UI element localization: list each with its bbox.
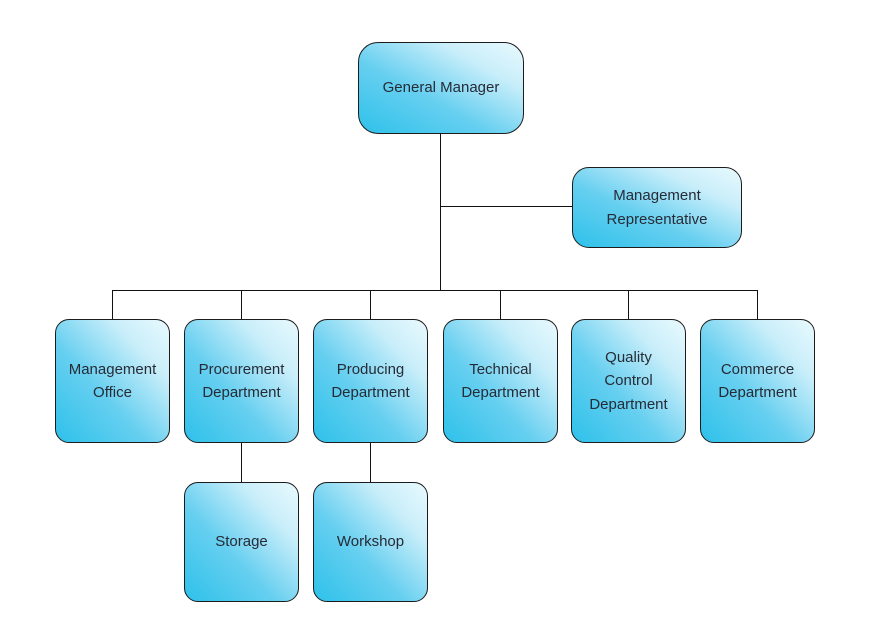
node-label: Quality Control Department — [589, 349, 668, 413]
connector-bus-to-producing-department — [370, 290, 371, 319]
node-management-office: Management Office — [55, 319, 170, 443]
node-procurement-department: Procurement Department — [184, 319, 299, 443]
node-management-representative: Management Representative — [572, 167, 742, 248]
node-label: Storage — [215, 533, 268, 551]
node-label: Producing Department — [331, 360, 410, 401]
node-general-manager: General Manager — [358, 42, 524, 134]
connector-producing-to-workshop — [370, 443, 371, 482]
node-technical-department: Technical Department — [443, 319, 558, 443]
node-quality-control-department: Quality Control Department — [571, 319, 686, 443]
connector-general-manager-to-management-representative — [440, 206, 572, 207]
connector-bus-to-technical-department — [500, 290, 501, 319]
node-label: Workshop — [336, 533, 405, 551]
node-producing-department: Producing Department — [313, 319, 428, 443]
node-commerce-department: Commerce Department — [700, 319, 815, 443]
node-workshop: Workshop — [313, 482, 428, 602]
connector-general-manager-trunk — [440, 134, 441, 290]
connector-bus — [112, 290, 758, 291]
connector-procurement-to-storage — [241, 443, 242, 482]
connector-bus-to-quality-control-department — [628, 290, 629, 319]
node-label: Management Office — [68, 360, 157, 401]
connector-bus-to-management-office — [112, 290, 113, 319]
node-label: Management Representative — [606, 187, 708, 228]
connector-bus-to-commerce-department — [757, 290, 758, 319]
node-label: Technical Department — [461, 360, 540, 401]
node-label: Procurement Department — [198, 360, 285, 401]
connector-bus-to-procurement-department — [241, 290, 242, 319]
node-storage: Storage — [184, 482, 299, 602]
node-label: General Manager — [382, 79, 500, 97]
node-label: Commerce Department — [718, 360, 797, 401]
